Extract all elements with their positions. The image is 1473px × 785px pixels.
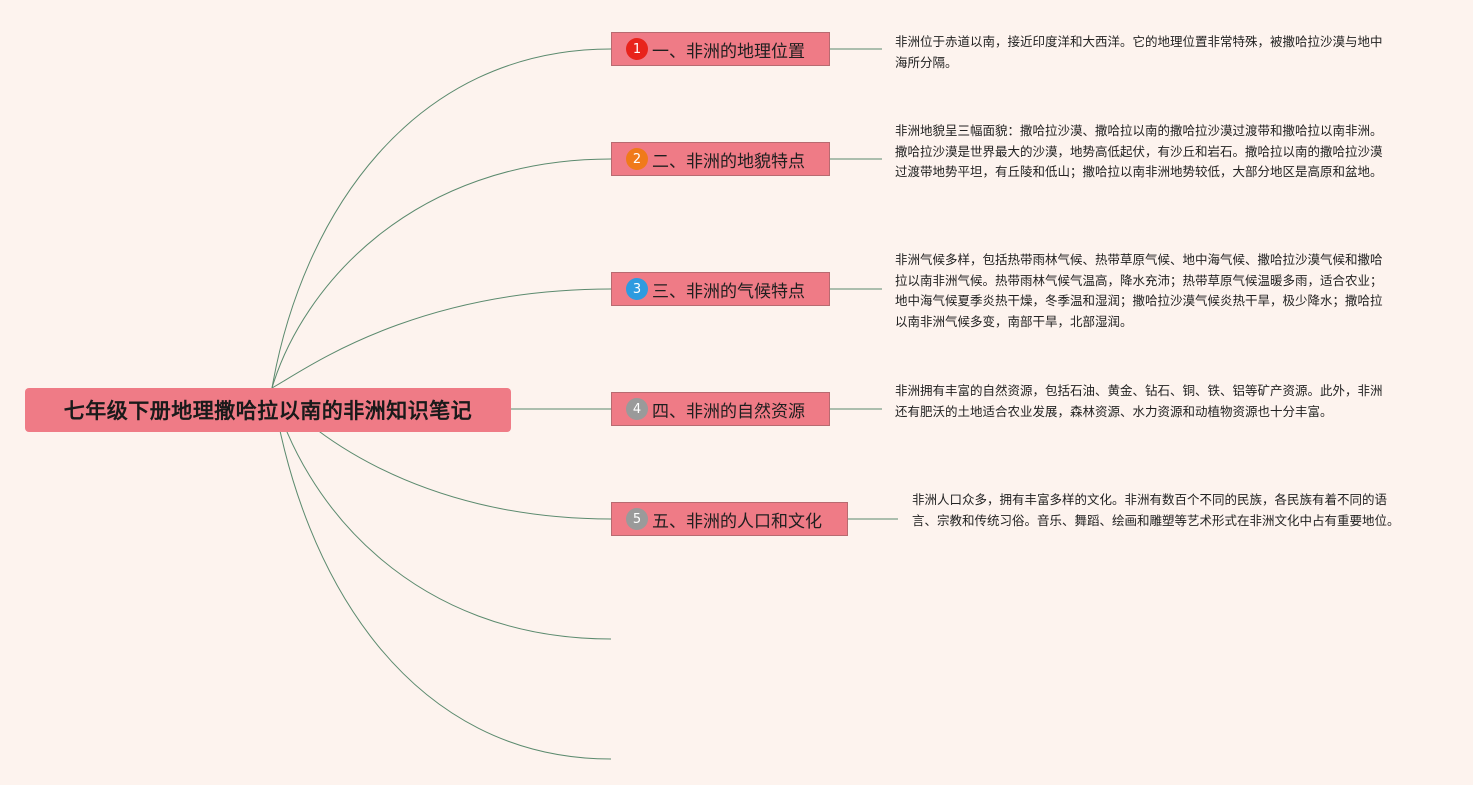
- note-3: 非洲气候多样，包括热带雨林气候、热带草原气候、地中海气候、撒哈拉沙漠气候和撒哈拉…: [895, 252, 1383, 329]
- connector-1: [271, 48, 612, 389]
- connector-empty-1: [271, 387, 612, 640]
- note-1: 非洲位于赤道以南，接近印度洋和大西洋。它的地理位置非常特殊，被撒哈拉沙漠与地中海…: [895, 34, 1383, 70]
- branch-topic-3[interactable]: 3 三、非洲的气候特点: [611, 272, 830, 306]
- number-badge-4-icon: 4: [626, 398, 648, 420]
- connector-empty-2: [271, 387, 612, 760]
- note-4: 非洲拥有丰富的自然资源，包括石油、黄金、钻石、铜、铁、铝等矿产资源。此外，非洲还…: [895, 383, 1383, 419]
- note-5: 非洲人口众多，拥有丰富多样的文化。非洲有数百个不同的民族，各民族有着不同的语言、…: [912, 492, 1400, 528]
- branch-topic-5[interactable]: 5 五、非洲的人口和文化: [611, 502, 848, 536]
- number-badge-5-icon: 5: [626, 508, 648, 530]
- branch-topic-1-label: 一、非洲的地理位置: [652, 41, 805, 62]
- connector-3: [271, 288, 612, 389]
- root-topic[interactable]: 七年级下册地理撒哈拉以南的非洲知识笔记: [25, 388, 511, 432]
- branch-topic-2-label: 二、非洲的地貌特点: [652, 151, 805, 172]
- note-2: 非洲地貌呈三幅面貌：撒哈拉沙漠、撒哈拉以南的撒哈拉沙漠过渡带和撒哈拉以南非洲。撒…: [895, 123, 1383, 179]
- branch-topic-4[interactable]: 4 四、非洲的自然资源: [611, 392, 830, 426]
- branch-topic-3-label: 三、非洲的气候特点: [652, 281, 805, 302]
- branch-topic-1[interactable]: 1 一、非洲的地理位置: [611, 32, 830, 66]
- number-badge-2-icon: 2: [626, 148, 648, 170]
- branch-topic-4-label: 四、非洲的自然资源: [652, 401, 805, 422]
- branch-topic-2[interactable]: 2 二、非洲的地貌特点: [611, 142, 830, 176]
- branch-topic-5-label: 五、非洲的人口和文化: [652, 511, 822, 532]
- connector-2: [271, 158, 612, 389]
- number-badge-3-icon: 3: [626, 278, 648, 300]
- number-badge-1-icon: 1: [626, 38, 648, 60]
- root-topic-label: 七年级下册地理撒哈拉以南的非洲知识笔记: [63, 399, 473, 423]
